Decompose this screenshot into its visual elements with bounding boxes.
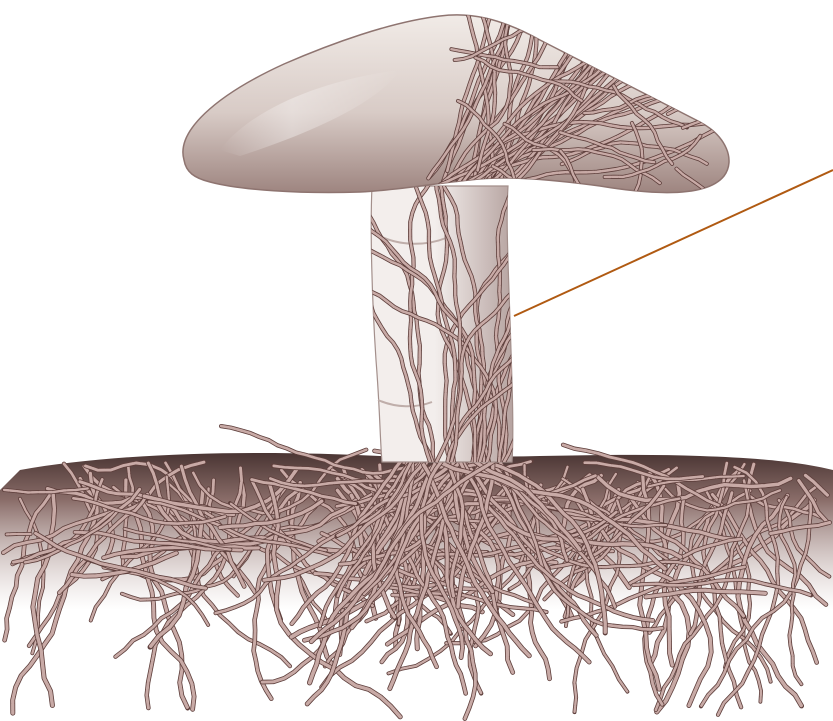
- hypha-strand: [501, 331, 757, 470]
- hypha-strand: [668, 96, 762, 114]
- hypha-strand: [7, 534, 31, 535]
- hypha-outline: [501, 331, 757, 470]
- hypha-strand: [672, 92, 756, 113]
- hypha-outline: [668, 96, 762, 114]
- hypha-outline: [672, 92, 756, 113]
